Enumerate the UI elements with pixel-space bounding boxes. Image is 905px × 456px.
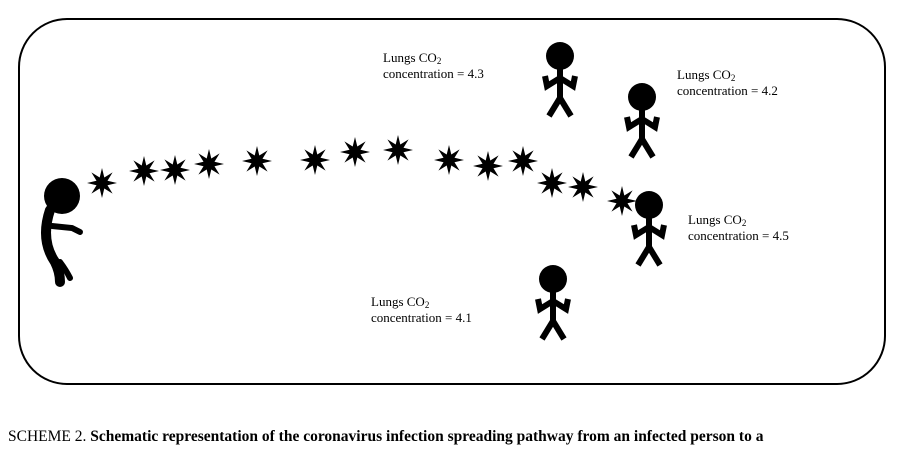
virus-pathway xyxy=(87,135,637,216)
person-icon xyxy=(535,265,571,341)
person-icon xyxy=(542,42,578,118)
virus-particle-icon xyxy=(537,168,567,198)
virus-particle-icon xyxy=(383,135,413,165)
virus-particle-icon xyxy=(300,145,330,175)
co2-label-person-d: Lungs CO2 concentration = 4.1 xyxy=(371,294,472,325)
figure-caption: SCHEME 2. Schematic representation of th… xyxy=(8,428,763,446)
virus-particle-icon xyxy=(160,155,190,185)
virus-particle-icon xyxy=(242,146,272,176)
caption-prefix: SCHEME 2. xyxy=(8,428,87,445)
virus-particle-icon xyxy=(340,137,370,167)
person-icon xyxy=(631,191,667,267)
virus-particle-icon xyxy=(194,149,224,179)
virus-particle-icon xyxy=(473,151,503,181)
persons-group xyxy=(535,42,667,341)
virus-particle-icon xyxy=(129,156,159,186)
virus-particle-icon xyxy=(607,186,637,216)
co2-label-person-a: Lungs CO2 concentration = 4.3 xyxy=(383,50,484,81)
virus-particle-icon xyxy=(568,172,598,202)
scheme-frame xyxy=(18,18,886,385)
co2-label-person-c: Lungs CO2 concentration = 4.5 xyxy=(688,212,789,243)
infected-person-icon xyxy=(41,178,83,287)
caption-text: Schematic representation of the coronavi… xyxy=(86,428,764,445)
virus-particle-icon xyxy=(434,145,464,175)
person-icon xyxy=(624,83,660,159)
co2-label-person-b: Lungs CO2 concentration = 4.2 xyxy=(677,67,778,98)
virus-particle-icon xyxy=(87,168,117,198)
virus-particle-icon xyxy=(508,146,538,176)
